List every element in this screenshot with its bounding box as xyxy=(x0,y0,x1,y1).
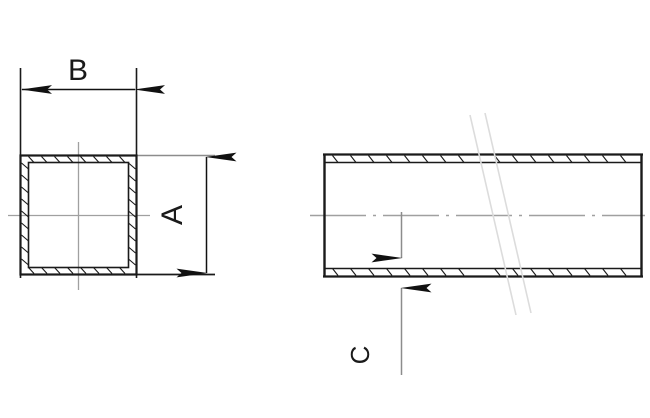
break-line-pair xyxy=(469,112,532,316)
dimension-C-label: C xyxy=(345,346,375,365)
tube-inner-outline xyxy=(27,161,130,269)
dimension-A-label: A xyxy=(156,205,189,225)
dimension-A: A xyxy=(156,152,237,278)
dimension-B: B xyxy=(21,54,165,94)
left-cross-section-view: B A xyxy=(8,54,237,290)
dimension-B-label: B xyxy=(68,54,88,87)
dimension-C: C xyxy=(345,212,432,375)
tube-longitudinal-outline xyxy=(323,153,643,278)
section-hatching-longitudinal xyxy=(332,155,627,276)
section-hatching xyxy=(21,156,136,274)
tube-wall-section xyxy=(19,154,138,276)
tube-outer-outline xyxy=(19,154,138,276)
right-longitudinal-section-view: C xyxy=(310,112,645,375)
